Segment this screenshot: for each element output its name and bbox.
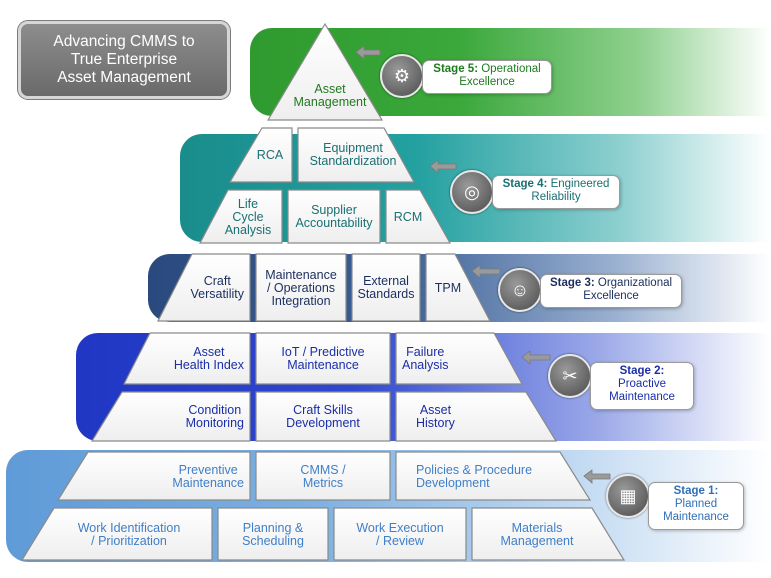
tools-icon: ✂ (548, 354, 592, 398)
cell-label-asset-health-index: Asset Health Index (173, 345, 244, 372)
cell-label-asset-history: Asset History (416, 403, 455, 430)
title-line-2: True Enterprise (70, 51, 178, 68)
stage4-callout: Stage 4: Engineered Reliability (492, 175, 620, 209)
cell-label-supplier-accountability: Supplier Accountability (295, 203, 373, 230)
cell-r4-c1 (123, 332, 251, 385)
arrow-stage5 (355, 45, 381, 60)
stage1-label: Stage 1: (673, 485, 719, 497)
stage1-name: Planned Maintenance (663, 498, 729, 523)
gears-icon: ⚙ (380, 54, 424, 98)
cell-label-rca: RCA (256, 147, 284, 162)
cell-label-work-execution-review: Work Execution / Review (356, 520, 444, 548)
stage2-label: Stage 2: (619, 365, 665, 377)
cell-r7-c3 (333, 507, 467, 561)
cell-r1-c1 (228, 127, 293, 183)
arrow-stage4 (429, 159, 457, 174)
cell-r5-c2 (255, 391, 391, 442)
cell-r5-c3 (395, 391, 558, 442)
stage5-name: Operational Excellence (459, 63, 541, 88)
title-line-1: Advancing CMMS to (53, 33, 195, 50)
calendar-icon: ▦ (606, 474, 650, 518)
cell-label-planning-scheduling: Planning & Scheduling (242, 520, 304, 548)
cell-r3-c2 (255, 253, 347, 322)
cell-r6-c1 (56, 451, 251, 501)
cell-r7-c2 (217, 507, 329, 561)
cell-label-tpm: TPM (434, 280, 462, 295)
cell-label-craft-skills-development: Craft Skills Development (286, 403, 360, 430)
cell-r2-c3 (385, 189, 452, 244)
cell-label-cmms-metrics: CMMS / Metrics (300, 462, 346, 490)
cell-label-equipment-standardization: Equipment Standardization (309, 141, 397, 168)
stage4-label: Stage 4: (502, 178, 548, 190)
cell-r1-c2 (297, 127, 416, 183)
stage2-name: Proactive Maintenance (609, 378, 675, 403)
stage5-callout: Stage 5: Operational Excellence (422, 60, 552, 94)
cell-r6-c3 (395, 451, 592, 501)
cell-r5-c1 (90, 391, 251, 442)
cell-label-iot-predictive-maintenance: IoT / Predictive Maintenance (281, 345, 365, 372)
cell-label-preventive-maintenance: Preventive Maintenance (172, 462, 244, 490)
cell-r7-c4 (471, 507, 626, 561)
cell-label-asset-management: Asset Management (293, 82, 367, 109)
cell-label-materials-management: Materials Management (500, 520, 574, 548)
cell-label-external-standards: External Standards (357, 274, 415, 301)
cell-label-policies-procedure-development: Policies & Procedure Development (416, 462, 533, 490)
arrow-stage1 (583, 469, 611, 484)
cell-label-craft-versatility: Craft Versatility (190, 274, 245, 301)
arrow-stage3 (471, 264, 501, 279)
diagram-title: Advancing CMMS to True Enterprise Asset … (17, 20, 231, 100)
stage3-callout: Stage 3: Organizational Excellence (540, 274, 682, 308)
cell-r2-c2 (287, 189, 381, 244)
cell-r3-c4 (425, 253, 491, 322)
arrow-stage2 (521, 350, 551, 365)
cell-label-work-identification-prioritization: Work Identification / Prioritization (77, 520, 181, 548)
title-line-3: Asset Management (57, 69, 191, 86)
cell-label-life-cycle-analysis: Life Cycle Analysis (224, 196, 272, 237)
stage5-label: Stage 5: (433, 63, 479, 75)
stage1-callout: Stage 1: Planned Maintenance (648, 482, 744, 530)
cell-label-rcm: RCM (393, 209, 423, 224)
stage3-name: Organizational Excellence (583, 277, 673, 302)
stage4-name: Engineered Reliability (531, 178, 610, 203)
cell-r2-c1 (199, 189, 283, 244)
cell-label-maintenance-operations-integration: Maintenance / Operations Integration (265, 267, 337, 308)
stage3-label: Stage 3: (549, 277, 595, 289)
stage2-callout: Stage 2: Proactive Maintenance (590, 362, 694, 410)
cell-apex (266, 22, 384, 121)
cell-r7-c1 (20, 507, 213, 561)
cell-r6-c2 (255, 451, 391, 501)
cell-r3-c1 (157, 253, 251, 322)
cell-r4-c2 (255, 332, 391, 385)
target-icon: ◎ (450, 170, 494, 214)
cell-r3-c3 (351, 253, 421, 322)
cell-label-condition-monitoring: Condition Monitoring (185, 403, 244, 430)
team-icon: ☺ (498, 268, 542, 312)
cell-label-failure-analysis: Failure Analysis (402, 345, 449, 372)
cell-r4-c3 (395, 332, 524, 385)
